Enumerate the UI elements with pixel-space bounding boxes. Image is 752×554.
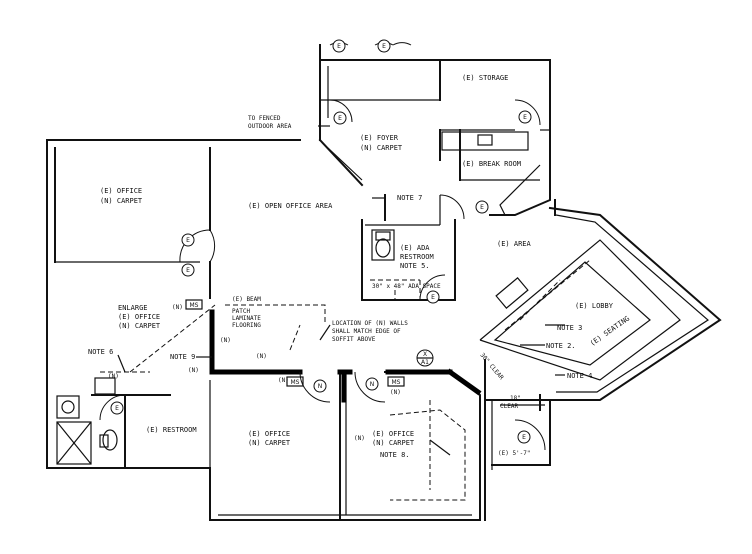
note-3: NOTE 3 (557, 324, 582, 332)
note-fenced-1: TO FENCED (248, 115, 281, 122)
note-n-tag-1: (N) (172, 304, 183, 311)
tag-existing: E (522, 434, 526, 441)
dashed-lines (100, 259, 591, 501)
note-clear-30: 30" CLEAR (478, 352, 505, 382)
note-location-3: SOFFIT ABOVE (332, 336, 376, 343)
room-label-area: (E) AREA (497, 240, 532, 248)
note-n-tag-2: (N) (220, 337, 231, 344)
existing-walls (46, 44, 722, 521)
tag-new: N (318, 383, 323, 390)
note-clear-word: CLEAR (500, 403, 518, 410)
note-5: NOTE 5. (400, 262, 430, 270)
note-n-tag-8: (N) (354, 435, 365, 442)
note-9: NOTE 9 (170, 353, 195, 361)
room-label-storage: (E) STORAGE (462, 74, 508, 82)
tag-existing: E (338, 115, 342, 122)
note-location-1: LOCATION OF (N) WALLS (332, 320, 408, 327)
new-walls (209, 309, 482, 403)
tag-existing: E (480, 204, 484, 211)
tag-existing: E (382, 43, 386, 50)
room-label-office-br: (E) OFFICE (372, 430, 414, 438)
note-patch-1: PATCH (232, 308, 250, 315)
room-floor-foyer: (N) CARPET (360, 144, 403, 152)
room-floor-office-tl: (N) CARPET (100, 197, 143, 205)
section-marker-bottom: A1 (421, 359, 429, 366)
room-label-office-bottom: (E) OFFICE (248, 430, 290, 438)
ms-box: MS (190, 302, 199, 309)
room-label-open-office: (E) OPEN OFFICE AREA (248, 202, 333, 210)
note-n-tag-5: (N) (188, 367, 199, 374)
note-4: NOTE 4 (567, 372, 592, 380)
tag-existing: E (115, 405, 119, 412)
room-floor-enlarge: (N) CARPET (118, 322, 161, 330)
ms-box: MS (392, 379, 401, 386)
room-label-restroom: (E) RESTROOM (146, 426, 197, 434)
room-label-enlarge-1: ENLARGE (118, 304, 148, 312)
note-beam: (E) BEAM (232, 296, 261, 303)
room-label-ada-1: (E) ADA (400, 244, 430, 252)
note-2: NOTE 2. (546, 342, 576, 350)
room-label-office-tl: (E) OFFICE (100, 187, 142, 195)
section-marker-top: X (423, 351, 427, 358)
tag-existing: E (186, 237, 190, 244)
tag-new: N (370, 381, 375, 388)
note-fenced-2: OUTDOOR AREA (248, 123, 292, 130)
note-8: NOTE 8. (380, 451, 410, 459)
room-label-lobby: (E) LOBBY (575, 302, 614, 310)
note-n-tag-4: (N) (108, 373, 119, 380)
room-label-break: (E) BREAK ROOM (462, 160, 521, 168)
note-n-tag-3: (N) (256, 353, 267, 360)
room-label-ada-space: 30" x 48" ADA SPACE (372, 283, 441, 290)
tag-existing: E (431, 294, 435, 301)
room-label-enlarge-2: (E) OFFICE (118, 313, 160, 321)
room-floor-office-bottom: (N) CARPET (248, 439, 291, 447)
tag-existing: E (337, 43, 341, 50)
room-label-seating: (E) SEATING (589, 314, 632, 347)
note-n-tag-6: (N) (278, 377, 289, 384)
tag-existing: E (186, 267, 190, 274)
note-patch-3: FLOORING (232, 322, 261, 329)
note-7: NOTE 7 (397, 194, 422, 202)
ms-box: MS (291, 379, 300, 386)
tag-markers: E E E E E E E E E N N E X A1 MS MS MS (110, 39, 532, 444)
note-6: NOTE 6 (88, 348, 113, 356)
tag-existing: E (523, 114, 527, 121)
room-floor-office-br: (N) CARPET (372, 439, 415, 447)
note-n-tag-7: (N) (390, 389, 401, 396)
leader-lines (117, 125, 565, 456)
note-dim-57: (E) 5'-7" (498, 450, 531, 457)
room-label-foyer: (E) FOYER (360, 134, 399, 142)
room-label-ada-2: RESTROOM (400, 253, 434, 261)
note-clear-18: 18" (510, 395, 521, 402)
note-location-2: SHALL MATCH EDGE OF (332, 328, 401, 335)
note-patch-2: LAMINATE (232, 315, 261, 322)
